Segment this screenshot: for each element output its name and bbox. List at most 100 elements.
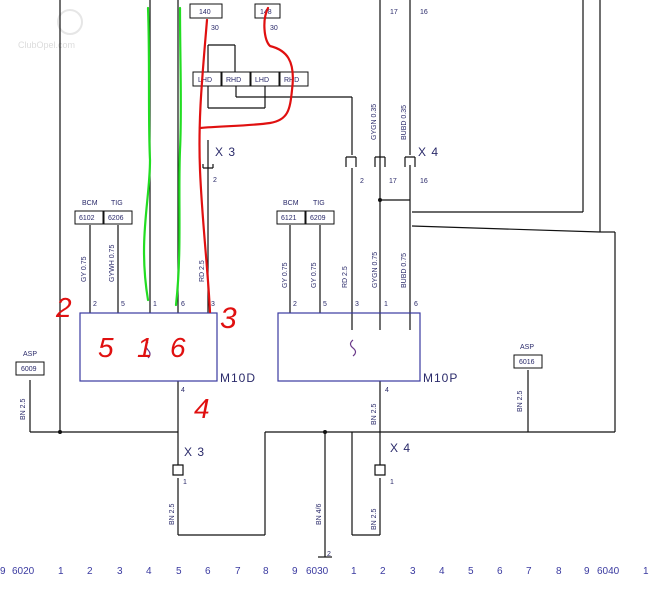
svg-text:1: 1 <box>153 301 157 308</box>
svg-text:TIG: TIG <box>313 200 325 207</box>
svg-text:4: 4 <box>181 387 185 394</box>
svg-text:RD 2.5: RD 2.5 <box>342 266 349 288</box>
top-pins-17-16: 17 16 <box>390 9 428 16</box>
asp-6009: ASP 6009 BN 2.5 <box>15 351 45 420</box>
svg-text:3: 3 <box>220 302 237 335</box>
svg-text:3: 3 <box>355 301 359 308</box>
wiring-lines <box>29 0 616 558</box>
svg-text:6: 6 <box>414 301 418 308</box>
grid-number: 5 <box>468 566 474 577</box>
m10d-wire-labels: GY 0.75 GYWH 0.75 RD 2.5 <box>81 245 206 282</box>
svg-text:6: 6 <box>170 332 186 363</box>
svg-text:16: 16 <box>420 9 428 16</box>
svg-text:30: 30 <box>270 25 278 32</box>
grid-number: 7 <box>235 566 241 577</box>
svg-text:16: 16 <box>420 178 428 185</box>
svg-text:6009: 6009 <box>21 366 37 373</box>
svg-text:2: 2 <box>213 177 217 184</box>
grid-number: 8 <box>556 566 562 577</box>
svg-text:BUBD 0.35: BUBD 0.35 <box>401 105 408 140</box>
bcm-tig-right: BCM TIG 6121 6209 <box>276 200 335 225</box>
connector-x4-top: X 4 2 17 16 <box>345 145 439 185</box>
svg-text:M10P: M10P <box>423 371 458 385</box>
ground-pin-label: 2 <box>327 551 331 558</box>
grid-number: 6 <box>497 566 503 577</box>
svg-text:2: 2 <box>293 301 297 308</box>
grid-number: 3 <box>117 566 123 577</box>
module-m10p: 2 5 3 1 6 4 M10P <box>277 301 458 394</box>
svg-text:30: 30 <box>211 25 219 32</box>
asp-6016: ASP 6016 BN 2.5 <box>513 344 543 412</box>
module-m10d: 2 5 1 6 3 4 M10D <box>79 301 256 394</box>
bottom-grid-numbers: 9 6020 1 2 3 4 5 6 7 8 9 6030 1 2 3 4 5 … <box>0 566 652 580</box>
watermark-text: ClubOpel.com <box>18 40 75 50</box>
svg-text:4: 4 <box>385 387 389 394</box>
svg-text:5: 5 <box>98 332 114 363</box>
svg-text:LHD: LHD <box>255 77 269 84</box>
svg-text:6206: 6206 <box>108 215 124 222</box>
grid-number: 1 <box>351 566 357 577</box>
svg-text:BUBD 0.75: BUBD 0.75 <box>401 253 408 288</box>
grid-number: 2 <box>87 566 93 577</box>
svg-text:BCM: BCM <box>82 200 98 207</box>
grid-number: 9 <box>584 566 590 577</box>
red-marker-lines <box>198 6 294 314</box>
svg-text:2: 2 <box>93 301 97 308</box>
ground-wire-labels: BN 2.5 BN 2.5 BN 4/6 BN 2.5 <box>169 403 378 530</box>
m10p-wire-labels: GY 0.75 GY 0.75 RD 2.5 GYGN 0.75 BUBD 0.… <box>282 252 408 288</box>
svg-text:X 3: X 3 <box>215 145 236 159</box>
grid-number: 5 <box>176 566 182 577</box>
grid-number: 4 <box>439 566 445 577</box>
grid-number: 6 <box>205 566 211 577</box>
svg-text:6121: 6121 <box>281 215 297 222</box>
svg-text:X 4: X 4 <box>390 441 411 455</box>
svg-text:GYWH 0.75: GYWH 0.75 <box>109 245 116 282</box>
connector-x3-top: X 3 2 <box>202 145 236 184</box>
grid-number: 9 <box>0 566 6 577</box>
svg-text:BCM: BCM <box>283 200 299 207</box>
watermark-logo: ClubOpel.com <box>18 9 83 50</box>
svg-text:GY 0.75: GY 0.75 <box>282 262 289 288</box>
connector-x4-bottom: X 4 1 <box>374 441 411 486</box>
svg-text:2: 2 <box>360 178 364 185</box>
svg-text:1: 1 <box>137 332 153 363</box>
svg-text:RD 2.5: RD 2.5 <box>199 260 206 282</box>
grid-number: 9 <box>292 566 298 577</box>
grid-number: 3 <box>410 566 416 577</box>
svg-text:1: 1 <box>390 479 394 486</box>
svg-text:X 4: X 4 <box>418 145 439 159</box>
svg-text:BN 2.5: BN 2.5 <box>517 390 524 412</box>
svg-text:5: 5 <box>121 301 125 308</box>
grid-number: 1 <box>58 566 64 577</box>
grid-number: 1 <box>643 566 649 577</box>
svg-text:GY 0.75: GY 0.75 <box>81 256 88 282</box>
svg-text:M10D: M10D <box>220 371 256 385</box>
svg-text:GYGN 0.75: GYGN 0.75 <box>372 252 379 288</box>
grid-number: 8 <box>263 566 269 577</box>
svg-text:BN 2.5: BN 2.5 <box>169 503 176 525</box>
green-marker-lines <box>142 6 182 307</box>
grid-number: 6040 <box>597 566 620 577</box>
svg-text:6102: 6102 <box>79 215 95 222</box>
svg-text:RHD: RHD <box>226 77 241 84</box>
svg-text:BN 4/6: BN 4/6 <box>316 503 323 525</box>
grid-number: 4 <box>146 566 152 577</box>
svg-text:6: 6 <box>181 301 185 308</box>
svg-text:6209: 6209 <box>310 215 326 222</box>
svg-text:GY 0.75: GY 0.75 <box>311 262 318 288</box>
svg-text:TIG: TIG <box>111 200 123 207</box>
svg-text:RHD: RHD <box>284 77 299 84</box>
handwritten-pin-numbers: 2 5 1 6 3 4 <box>55 292 237 424</box>
svg-text:1: 1 <box>384 301 388 308</box>
svg-text:140: 140 <box>199 9 211 16</box>
svg-text:17: 17 <box>390 9 398 16</box>
grid-number: 7 <box>526 566 532 577</box>
lhd-rhd-switchblock: LHD RHD LHD RHD <box>192 71 309 87</box>
svg-text:BN 2.5: BN 2.5 <box>20 398 27 420</box>
svg-text:ASP: ASP <box>23 351 37 358</box>
svg-text:5: 5 <box>323 301 327 308</box>
svg-text:4: 4 <box>194 393 210 424</box>
svg-text:ASP: ASP <box>520 344 534 351</box>
svg-text:17: 17 <box>389 178 397 185</box>
